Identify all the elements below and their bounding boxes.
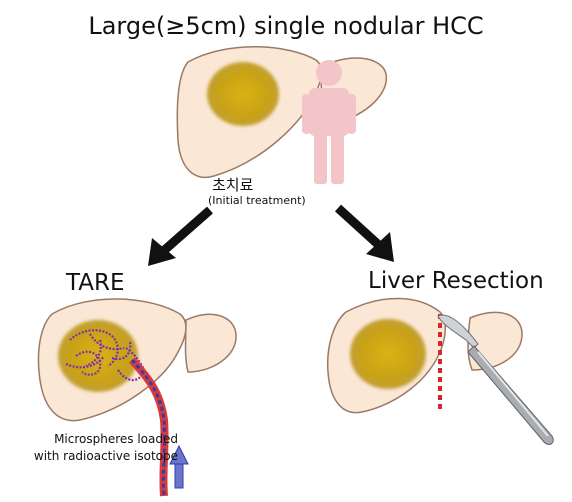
diagram-title: Large(≥5cm) single nodular HCC [88,12,484,40]
top-tumor [207,62,279,126]
tare-label: TARE [66,270,125,296]
initial-treatment-english: (Initial treatment) [208,194,306,207]
resection-tumor [350,319,426,389]
caption-line-1: Microspheres loaded [54,432,178,446]
person-figure [302,60,356,184]
caption-line-2: with radioactive isotope [33,449,178,463]
microspheres-caption: Microspheres loaded with radioactive iso… [28,431,178,465]
catheter [128,357,169,497]
initial-treatment-korean: 초치료 [212,176,254,194]
arrow-left [148,206,213,266]
tare-tumor [58,320,138,392]
arrow-right [334,204,394,262]
liver-resection-label: Liver Resection [368,268,544,294]
microsphere-vessels [65,329,152,389]
up-arrow [169,444,189,489]
scalpel-icon [437,314,554,445]
